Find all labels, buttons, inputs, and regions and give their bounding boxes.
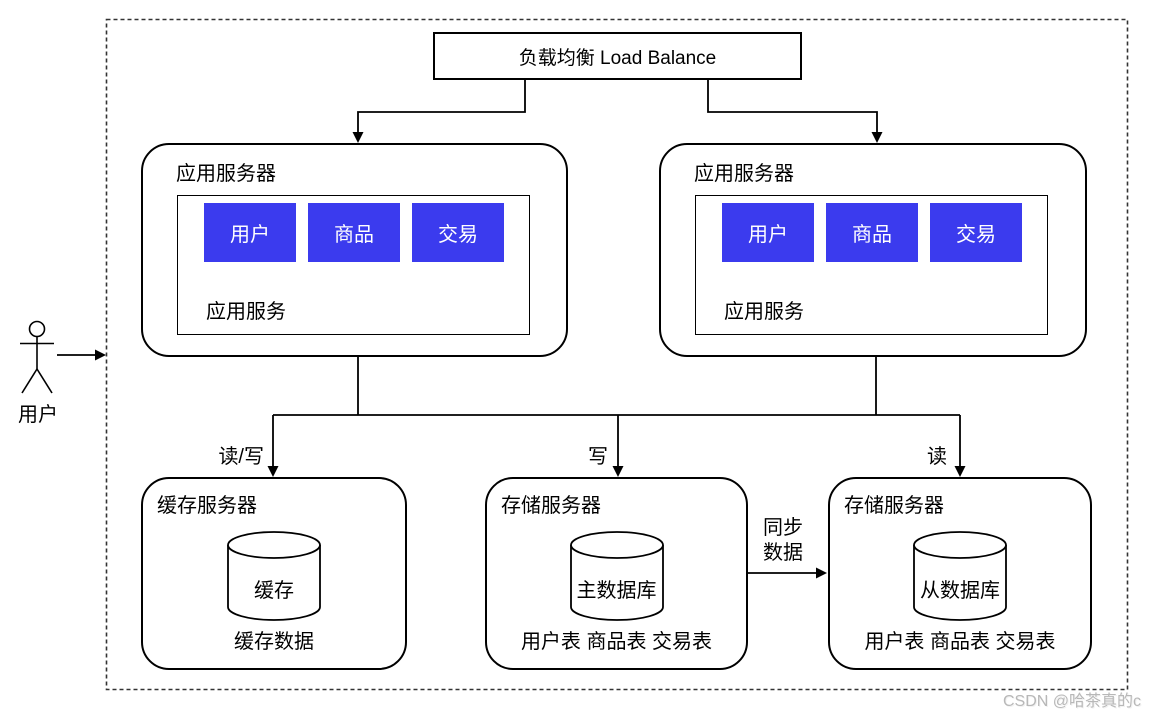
master-tables-label: 用户表 商品表 交易表: [520, 631, 713, 653]
arrowhead-down-icon: [267, 466, 279, 477]
module-label: 用户: [230, 224, 270, 246]
arrowhead-down-icon: [612, 466, 624, 477]
cache-data-label: 缓存数据: [234, 631, 314, 653]
cache-server-title: 缓存服务器: [157, 495, 257, 517]
system-boundary-dashed-border: [105, 18, 1129, 691]
master-db-label: 主数据库: [576, 580, 657, 602]
slave-tables-label: 用户表 商品表 交易表: [864, 631, 1056, 653]
cache-server-box: 缓存服务器 缓存 缓存数据: [141, 477, 407, 670]
cache-db-label: 缓存: [254, 580, 294, 602]
user-actor-icon: [20, 320, 54, 394]
arrowhead-right-icon: [816, 567, 827, 579]
module-box-product: 商品: [826, 203, 918, 262]
edge-label-sync-data: 同步 数据: [763, 516, 803, 566]
sync-label-line2: 数据: [763, 542, 803, 564]
app-server-title: 应用服务器: [694, 163, 794, 185]
edge-lb-to-app-right: [707, 80, 878, 134]
module-label: 用户: [748, 224, 788, 246]
master-storage-box: 存储服务器 主数据库 用户表 商品表 交易表: [485, 477, 748, 670]
app-server-title: 应用服务器: [176, 163, 276, 185]
module-box-user: 用户: [722, 203, 814, 262]
load-balancer-box: 负载均衡 Load Balance: [433, 32, 802, 80]
load-balancer-label: 负载均衡 Load Balance: [518, 47, 717, 69]
edge-label-read-write: 读/写: [218, 446, 264, 468]
storage-server-title: 存储服务器: [501, 495, 601, 517]
app-server-box-left: 应用服务器 用户 商品 交易 应用服务: [141, 143, 568, 357]
module-label: 商品: [334, 224, 374, 246]
arrowhead-down-icon: [871, 132, 883, 143]
app-service-label: 应用服务: [724, 301, 804, 323]
module-box-trade: 交易: [930, 203, 1022, 262]
user-actor-label: 用户: [18, 404, 58, 426]
database-cylinder-icon: [913, 531, 1007, 621]
slave-storage-box: 存储服务器 从数据库 用户表 商品表 交易表: [828, 477, 1092, 670]
module-label: 商品: [852, 224, 892, 246]
edge-label-write: 写: [588, 446, 608, 468]
arrowhead-down-icon: [954, 466, 966, 477]
edge-label-read: 读: [927, 446, 947, 468]
module-label: 交易: [956, 224, 996, 246]
app-service-panel: 用户 商品 交易 应用服务: [177, 195, 530, 335]
arrowhead-down-icon: [352, 132, 364, 143]
app-server-box-right: 应用服务器 用户 商品 交易 应用服务: [659, 143, 1087, 357]
module-box-product: 商品: [308, 203, 400, 262]
edge-lb-to-app-left: [357, 80, 526, 134]
watermark-text: CSDN @哈茶真的c: [1002, 693, 1141, 710]
module-label: 交易: [438, 224, 478, 246]
sync-label-line1: 同步: [763, 517, 803, 539]
database-cylinder-icon: [569, 531, 664, 621]
database-cylinder-icon: [227, 531, 321, 621]
app-service-panel: 用户 商品 交易 应用服务: [695, 195, 1048, 335]
module-box-trade: 交易: [412, 203, 504, 262]
storage-server-title: 存储服务器: [844, 495, 944, 517]
app-service-label: 应用服务: [206, 301, 286, 323]
arrowhead-right-icon: [95, 349, 106, 361]
slave-db-label: 从数据库: [920, 580, 1000, 602]
module-box-user: 用户: [204, 203, 296, 262]
